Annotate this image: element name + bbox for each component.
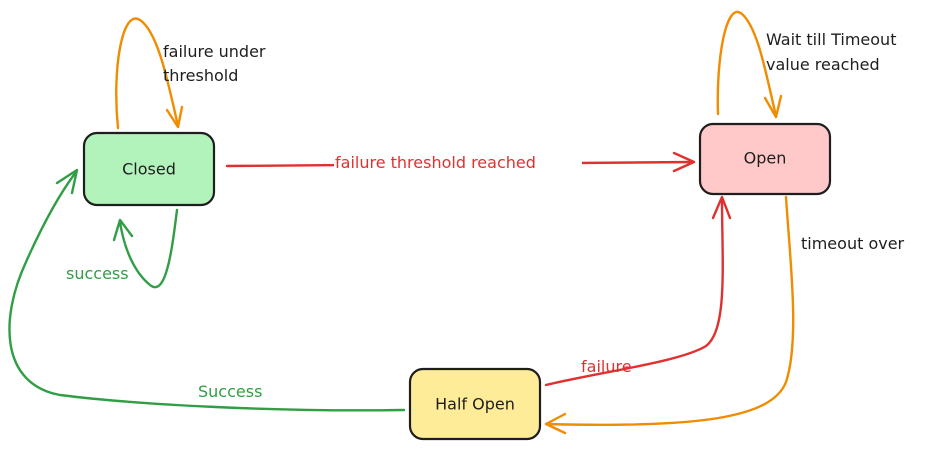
open-self-loop-wait: [716, 10, 783, 119]
closed-to-open-label-bg: [334, 150, 582, 174]
state-half-open-label: Half Open: [435, 395, 515, 414]
closed-to-open-arrowhead: [672, 151, 696, 173]
state-half-open-box: [408, 367, 542, 441]
open-wait-label-line2: value reached: [766, 55, 880, 74]
state-open[interactable]: Open: [698, 122, 832, 196]
state-open-box: [698, 122, 832, 196]
half-open-to-closed-arrowhead: [55, 168, 79, 195]
state-half-open[interactable]: Half Open: [408, 367, 542, 441]
open-to-half-open-arrow: [544, 195, 795, 427]
closed-success-loop-arrow: [118, 208, 179, 289]
open-to-half-open-arrowhead: [544, 412, 567, 435]
closed-success-label: success: [66, 264, 129, 283]
closed-self-loop-success: [112, 208, 179, 289]
open-wait-loop-arrow: [716, 10, 778, 118]
state-closed-label: Closed: [122, 160, 176, 179]
half-open-to-open-arrow: [544, 196, 724, 387]
closed-to-open-label: failure threshold reached: [335, 153, 536, 172]
state-closed-box: [82, 131, 216, 207]
half-open-to-closed-arrow: [8, 170, 406, 412]
closed-failure-loop-arrow: [115, 17, 180, 130]
open-to-half-open-edge: [544, 195, 795, 435]
open-wait-label-line1: Wait till Timeout: [766, 30, 896, 49]
half-open-to-open-label: failure: [581, 357, 632, 376]
half-open-to-closed-label: Success: [198, 382, 262, 401]
half-open-to-closed-edge: [8, 168, 406, 412]
state-open-label: Open: [744, 149, 787, 168]
closed-failure-loop-arrowhead: [165, 105, 184, 129]
open-wait-loop-arrowhead: [763, 94, 783, 119]
open-to-half-open-label: timeout over: [801, 234, 905, 253]
closed-success-loop-arrowhead: [112, 218, 134, 242]
half-open-to-open-arrowhead: [711, 195, 732, 220]
closed-failure-label-line2: threshold: [163, 66, 238, 85]
closed-failure-label-line1: failure under: [163, 42, 266, 61]
closed-self-loop-failure: [115, 17, 184, 130]
state-closed[interactable]: Closed: [82, 131, 216, 207]
half-open-to-open-edge: [544, 195, 732, 387]
